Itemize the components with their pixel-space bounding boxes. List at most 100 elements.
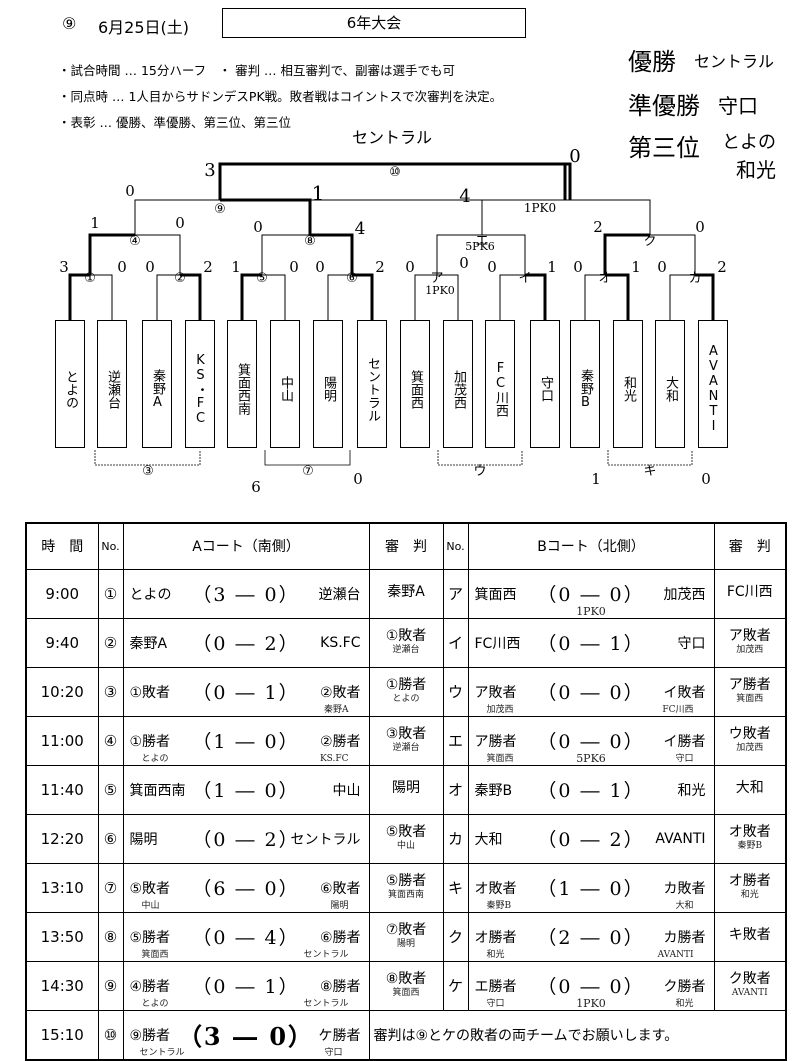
match-score: （3 ― 0）	[192, 583, 300, 606]
match-note-left: 守口	[486, 998, 505, 1009]
referee-a: ⑧敗者箕面西	[368, 960, 444, 1011]
col-court-b: Bコート（北側）	[467, 522, 715, 570]
match-cell-a: ⑤敗者（6 ― 0）⑥敗者中山陽明	[122, 862, 370, 913]
match-cell-b: 秦野B（0 ― 1）和光	[467, 764, 715, 815]
rule-awards: ・表彰 … 優勝、準優勝、第三位、第三位	[58, 115, 291, 130]
match-right-team: ⑧勝者	[319, 978, 361, 995]
event-date: 6月25日(土)	[98, 18, 190, 37]
referee-a-label: ③敗者	[385, 725, 427, 742]
referee-b-note: 加茂西	[736, 644, 764, 655]
match-no: ⑨	[97, 960, 124, 1011]
referee-b: ア勝者箕面西	[713, 666, 787, 717]
team-box: 秦野B	[570, 320, 600, 448]
referee-a: 秦野A	[368, 568, 444, 619]
referee-a: ⑤敗者中山	[368, 813, 444, 864]
match-no-b: ク	[442, 911, 469, 962]
runnerup-team: 守口	[718, 94, 758, 118]
team-box: KS・FC	[185, 320, 215, 448]
section-number: ⑨	[62, 14, 77, 33]
match-score: （0 ― 0）	[537, 730, 645, 753]
team-box: 守口	[530, 320, 560, 448]
referee-b-label: ク敗者	[728, 970, 771, 987]
team-box: とよの	[55, 320, 85, 448]
referee-a-label: 秦野A	[387, 583, 425, 600]
final-referee-notice: 審判は⑨とケの敗者の両チームでお願いします。	[368, 1009, 787, 1060]
referee-a: ⑦敗者陽明	[368, 911, 444, 962]
score-ka-right: 2	[717, 258, 727, 276]
match-time: 10:20	[25, 666, 99, 717]
referee-a-label: ①勝者	[385, 676, 427, 693]
score-1-left: 3	[59, 258, 69, 276]
match-label-2: ②	[174, 271, 186, 286]
score-ki-right: 0	[701, 470, 711, 488]
team-box: 箕面西	[400, 320, 430, 448]
match-note-right: KS.FC	[319, 753, 349, 764]
rule-tiebreak: ・同点時 … 1人目からサドンデスPK戦。敗者戦はコイントスで次審判を決定。	[58, 89, 503, 104]
referee-a: 陽明	[368, 764, 444, 815]
match-label-10: ⑩	[389, 165, 401, 180]
referee-a-note: 箕面西	[392, 987, 420, 998]
match-schedule-table: 時 間 No. Aコート（南側） 審 判 No. Bコート（北側） 審 判 9:…	[25, 522, 787, 1061]
score-2-left: 0	[145, 258, 155, 276]
match-no: ②	[97, 617, 124, 668]
referee-a: ③敗者逆瀬台	[368, 715, 444, 766]
match-note-right: セントラル	[303, 949, 349, 960]
match-label-ki: キ	[643, 464, 656, 479]
match-no: ⑤	[97, 764, 124, 815]
referee-a-label: ⑤敗者	[385, 823, 427, 840]
match-cell-a: ④勝者（0 ― 1）⑧勝者とよのセントラル	[122, 960, 370, 1011]
referee-b: ア敗者加茂西	[713, 617, 787, 668]
match-label-6: ⑥	[346, 271, 358, 286]
referee-a-note: とよの	[392, 693, 420, 704]
match-label-5: ⑤	[256, 271, 268, 286]
referee-a-label: 陽明	[392, 779, 420, 796]
match-label-o: オ	[598, 271, 611, 286]
match-right-team: カ勝者	[663, 929, 706, 946]
match-label-7: ⑦	[302, 464, 314, 479]
match-label-u: ウ	[473, 464, 486, 479]
referee-b: 大和	[713, 764, 787, 815]
score-a-pk: 1PK0	[425, 284, 455, 297]
referee-a-note: 中山	[396, 840, 415, 851]
score-6-right: 2	[375, 258, 385, 276]
match-note-right: 守口	[675, 753, 694, 764]
third-label: 第三位	[628, 134, 700, 162]
match-left-team: 箕面西	[474, 586, 517, 603]
match-no-b: ア	[442, 568, 469, 619]
match-note-left: セントラル	[139, 1047, 185, 1058]
match-time: 11:40	[25, 764, 99, 815]
match-right-team: ②勝者	[319, 733, 361, 750]
score-7-right: 0	[353, 470, 363, 488]
referee-a-note: 逆瀬台	[392, 644, 420, 655]
score-ke-left: 4	[459, 186, 470, 207]
score-10-left: 3	[204, 160, 215, 181]
referee-a: ①敗者逆瀬台	[368, 617, 444, 668]
match-note-right: AVANTI	[657, 949, 694, 960]
col-no-b: No.	[442, 522, 469, 570]
score-8-left: 0	[253, 218, 263, 236]
rule-match-time: ・試合時間 … 15分ハーフ ・ 審判 … 相互審判で、副審は選手でも可	[58, 63, 456, 78]
match-right-team: 中山	[332, 782, 361, 799]
referee-a-note: 逆瀬台	[392, 742, 420, 753]
match-right-team: ⑥敗者	[319, 880, 361, 897]
match-no: ①	[97, 568, 124, 619]
match-time: 9:40	[25, 617, 99, 668]
match-time: 11:00	[25, 715, 99, 766]
match-note-left: とよの	[141, 998, 169, 1009]
match-right-team: AVANTI	[655, 830, 706, 847]
match-score: （0 ― 2）	[192, 828, 300, 851]
referee-a-note: 陽明	[396, 938, 415, 949]
match-score: （0 ― 1）	[537, 779, 645, 802]
score-9-right: 1	[312, 181, 325, 205]
match-cell-a: ⑤勝者（0 ― 4）⑥勝者箕面西セントラル	[122, 911, 370, 962]
match-right-team: ②敗者	[319, 684, 361, 701]
match-cell: ⑨勝者 （3 ― 0） ケ勝者 セントラル 守口	[122, 1009, 370, 1060]
match-label-ku: ク	[643, 234, 656, 249]
match-score: （0 ― 4）	[192, 926, 300, 949]
match-pk-note: 1PK0	[576, 996, 606, 1010]
match-note-left: 中山	[141, 900, 160, 911]
team-box: 陽明	[313, 320, 343, 448]
